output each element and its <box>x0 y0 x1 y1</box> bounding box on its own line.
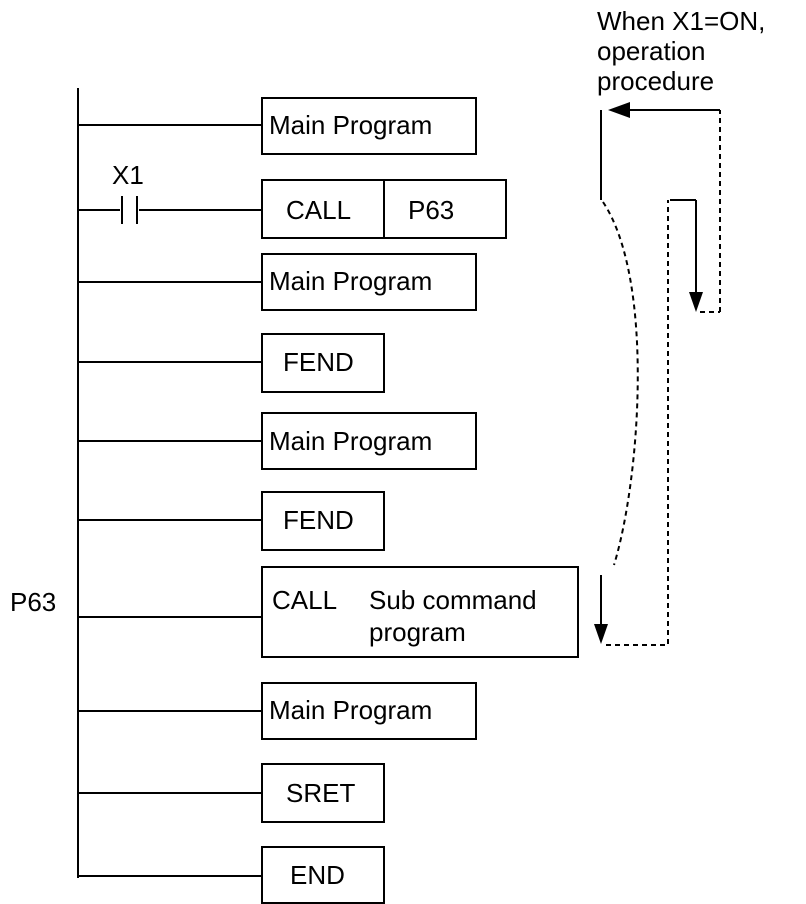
contact-x1-label: X1 <box>112 160 144 190</box>
rung-label: FEND <box>283 505 354 535</box>
rung-sret: SRET <box>78 763 385 823</box>
note-line-1: When X1=ON, <box>597 6 765 36</box>
rung-label: Main Program <box>269 110 432 140</box>
rung-label: Main Program <box>269 695 432 725</box>
rung-label: Main Program <box>269 426 432 456</box>
note-line-2: operation <box>597 36 705 66</box>
call-instruction: CALL <box>286 195 351 225</box>
note-line-3: procedure <box>597 66 714 96</box>
left-arrowhead-icon <box>608 102 630 118</box>
sub-call-instruction: CALL <box>272 585 337 615</box>
call-operand: P63 <box>408 195 454 225</box>
sub-command-text: Sub command <box>369 585 537 615</box>
rung-label: FEND <box>283 347 354 377</box>
operation-note: When X1=ON, operation procedure <box>597 6 765 96</box>
rung-main-program-2: Main Program <box>78 253 477 311</box>
rung-main-program-1: Main Program <box>78 97 477 155</box>
rung-label: END <box>290 860 345 890</box>
rung-end: END <box>78 846 385 904</box>
down-arrowhead-icon <box>689 292 703 312</box>
sub-program-text: program <box>369 617 466 647</box>
rung-label: Main Program <box>269 266 432 296</box>
rung-main-program-4: Main Program <box>78 682 477 740</box>
rung-subroutine: P63 CALL Sub command program <box>10 566 579 658</box>
rung-label: SRET <box>286 778 355 808</box>
flow-arrows <box>594 102 721 646</box>
rung-call-p63: X1 CALL P63 <box>78 160 507 239</box>
down-arrowhead-icon <box>594 624 608 644</box>
rung-main-program-3: Main Program <box>78 412 477 470</box>
rung-fend-2: FEND <box>78 491 385 551</box>
jump-dashed-curve <box>602 201 639 566</box>
rung-fend-1: FEND <box>78 333 385 393</box>
pointer-label: P63 <box>10 587 56 617</box>
